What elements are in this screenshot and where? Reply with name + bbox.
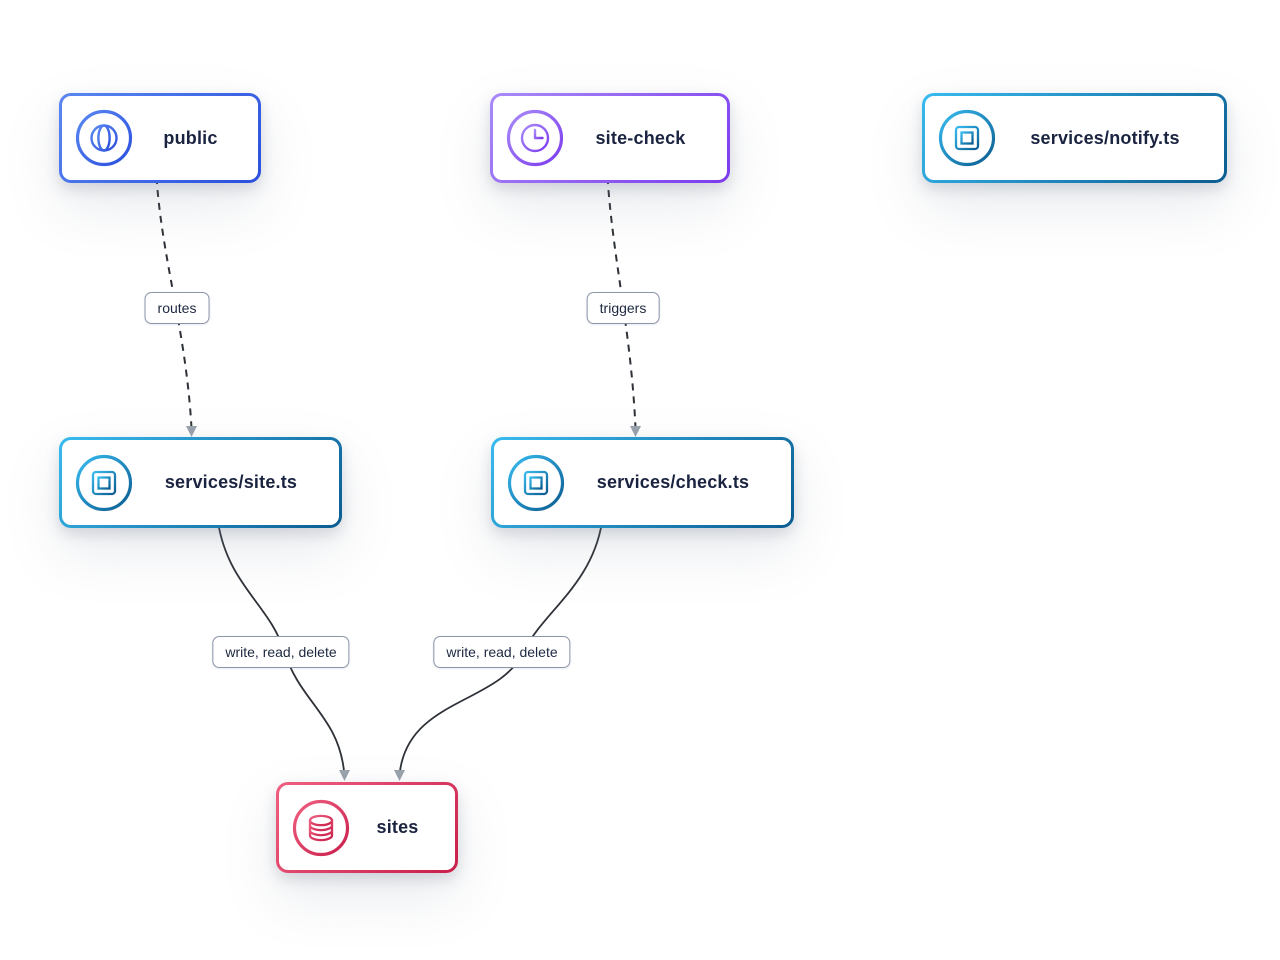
node-sites-label: sites [376,817,419,837]
edge-label-write-read-delete-left: write, read, delete [212,636,350,668]
node-sites[interactable]: sites [276,782,458,873]
chip-icon [75,454,133,512]
node-public-label: public [163,127,218,148]
chip-icon [507,454,565,512]
node-services-site[interactable]: services/site.ts [59,437,342,528]
clock-icon [506,109,564,167]
node-services-check[interactable]: services/check.ts [491,437,794,528]
edge-label-write-read-delete-right: write, read, delete [433,636,571,668]
node-site-check-label: site-check [595,127,686,148]
node-services-check-label: services/check.ts [596,472,750,492]
edge-triggers-arrowhead-icon [630,426,641,437]
edge-routes-arrowhead-icon [186,426,197,437]
database-icon [292,799,350,857]
edge-check-to-sites-arrowhead-icon [394,770,405,781]
node-services-notify-label: services/notify.ts [1030,127,1180,148]
edge-label-triggers: triggers [586,292,660,324]
globe-icon [75,109,133,167]
edge-label-routes: routes [144,292,210,324]
edge-site-to-sites-arrowhead-icon [339,770,350,781]
node-public[interactable]: public [59,93,261,183]
chip-icon [938,109,996,167]
node-services-site-label: services/site.ts [164,472,298,492]
node-site-check[interactable]: site-check [490,93,730,183]
node-services-notify[interactable]: services/notify.ts [922,93,1227,183]
